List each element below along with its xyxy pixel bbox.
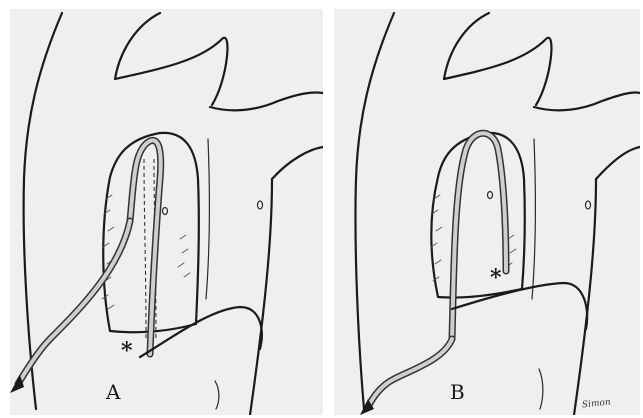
- nipple: [258, 201, 263, 209]
- body-contour-right: [250, 179, 272, 415]
- axilla-contour: [115, 38, 227, 105]
- marker-asterisk: *: [121, 338, 133, 364]
- navel-line: [215, 381, 219, 409]
- body-contour-left: [355, 13, 394, 409]
- arm-lower-contour: [596, 147, 640, 179]
- costal-contour: [452, 283, 587, 329]
- panel-label-a: A: [106, 380, 121, 404]
- tube-marker: [163, 208, 168, 215]
- chest-tube: [452, 133, 506, 339]
- body-contour-right: [574, 179, 596, 415]
- panel-label-b: B: [450, 380, 466, 404]
- dashed-tube-path: [144, 159, 146, 339]
- marker-asterisk: *: [490, 265, 502, 291]
- nipple: [586, 201, 591, 209]
- arm-lower-contour: [272, 147, 323, 179]
- figure-b-drawing: [334, 9, 640, 415]
- panel-b: * B Simon: [334, 9, 640, 415]
- tube-marker: [488, 192, 493, 199]
- lung-hatching: [102, 195, 190, 309]
- axilla-contour: [444, 38, 551, 105]
- panel-a: * A: [10, 9, 323, 415]
- shoulder-contour: [210, 92, 323, 110]
- chest-line: [206, 139, 209, 299]
- chest-line: [532, 139, 535, 299]
- shoulder-contour: [534, 92, 640, 110]
- figure-a-drawing: [10, 9, 323, 415]
- lung-outline: [431, 133, 525, 298]
- navel-line: [539, 369, 543, 409]
